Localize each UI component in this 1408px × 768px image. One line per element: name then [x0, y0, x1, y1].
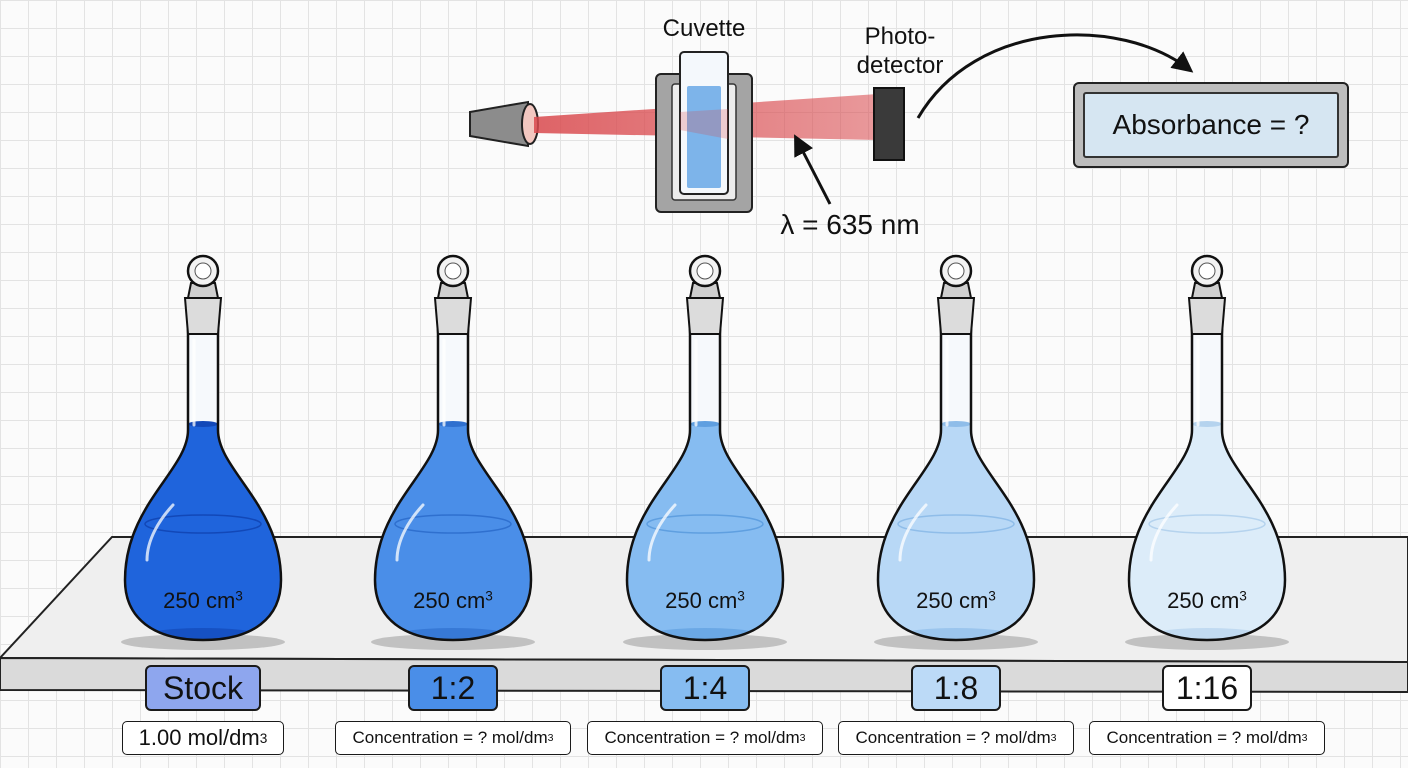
absorbance-readout: Absorbance = ? [1073, 82, 1349, 168]
wavelength-label: λ = 635 nm [780, 209, 919, 240]
wavelength-pointer [794, 134, 832, 205]
flask-volume-label: 250 cm3 [1167, 588, 1247, 614]
flask-joint [936, 297, 976, 335]
glass-highlight [898, 338, 949, 562]
volume-unit-superscript: 3 [235, 588, 243, 604]
flask-outline [123, 328, 283, 642]
volume-value: 250 cm [665, 588, 738, 613]
liquid-surface-line [394, 514, 512, 534]
concentration-text: Concentration = ? mol/dm [855, 728, 1051, 747]
dilution-label: 1:2 [408, 665, 498, 711]
concentration-unit-superscript: 3 [547, 732, 554, 744]
flask-shadow [121, 634, 285, 650]
dilution-label: Stock [145, 665, 261, 711]
flask-shadow [623, 634, 787, 650]
concentration-unit-superscript: 3 [1050, 732, 1057, 744]
cuvette [679, 51, 729, 195]
dilution-label: 1:16 [1162, 665, 1252, 711]
signal-arrow [916, 33, 1194, 119]
light-source-icon [469, 100, 539, 148]
glass-highlight [647, 338, 698, 562]
flask-joint [433, 297, 473, 335]
volume-unit-superscript: 3 [737, 588, 745, 604]
volume-unit-superscript: 3 [1239, 588, 1247, 604]
flask-volume-label: 250 cm3 [665, 588, 745, 614]
flask-joint [183, 297, 223, 335]
liquid-surface-line [646, 514, 764, 534]
flask-outline [625, 328, 785, 642]
photodetector [873, 87, 905, 161]
volume-unit-superscript: 3 [485, 588, 493, 604]
glass-highlight [1149, 338, 1200, 562]
photodetector-label-line1: Photo- [865, 23, 936, 50]
glass-highlight [395, 338, 446, 562]
concentration-text: Concentration = ? mol/dm [352, 728, 548, 747]
flask-volume-label: 250 cm3 [163, 588, 243, 614]
flask-shadow [1125, 634, 1289, 650]
concentration-unit-superscript: 3 [259, 730, 268, 746]
flask-outline [1127, 328, 1287, 642]
concentration-text: Concentration = ? mol/dm [1106, 728, 1302, 747]
flask-shadow [371, 634, 535, 650]
concentration-unit-superscript: 3 [799, 732, 806, 744]
volume-value: 250 cm [413, 588, 486, 613]
concentration-text: Concentration = ? mol/dm [604, 728, 800, 747]
concentration-text: 1.00 mol/dm [138, 725, 260, 750]
flask-joint [685, 297, 725, 335]
flask-outline [876, 328, 1036, 642]
dilution-label: 1:4 [660, 665, 750, 711]
liquid-surface-line [144, 514, 262, 534]
volume-unit-superscript: 3 [988, 588, 996, 604]
flask-outline [373, 328, 533, 642]
flask-joint [1187, 297, 1227, 335]
volumetric-flask [874, 254, 1038, 650]
liquid-surface-line [1148, 514, 1266, 534]
dilution-label: 1:8 [911, 665, 1001, 711]
concentration-unit-superscript: 3 [1301, 732, 1308, 744]
liquid-surface-line [897, 514, 1015, 534]
flask-volume-label: 250 cm3 [916, 588, 996, 614]
flask-volume-label: 250 cm3 [413, 588, 493, 614]
cuvette-label: Cuvette [663, 15, 746, 42]
volume-value: 250 cm [916, 588, 989, 613]
volume-value: 250 cm [163, 588, 236, 613]
absorbance-readout-screen: Absorbance = ? [1083, 92, 1339, 158]
flask-shadow [874, 634, 1038, 650]
glass-highlight [145, 338, 196, 562]
light-beam-overlay [680, 109, 728, 139]
photodetector-label-line2: detector [857, 52, 944, 79]
volume-value: 250 cm [1167, 588, 1240, 613]
